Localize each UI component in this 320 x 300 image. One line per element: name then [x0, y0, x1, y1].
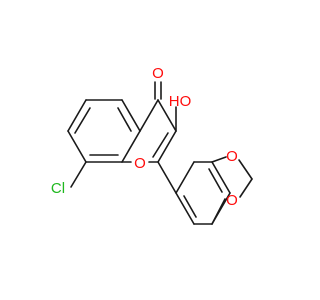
- bond: [139, 99, 159, 132]
- bonds: [67, 81, 253, 225]
- bond: [175, 161, 195, 194]
- chlorine-label: Cl: [51, 180, 65, 197]
- hydroxyl-label: HO: [169, 93, 192, 110]
- carbonyl-oxygen-label: O: [152, 65, 164, 82]
- bond: [183, 195, 197, 218]
- bond: [152, 132, 169, 158]
- molecule-structure: O HO O Cl O O: [51, 65, 253, 225]
- ring-oxygen-label: O: [134, 155, 146, 172]
- bond: [157, 130, 177, 163]
- bond: [211, 161, 231, 194]
- atom-labels: O HO O Cl O O: [51, 65, 238, 209]
- dioxole-bottom-oxygen-label: O: [226, 192, 238, 209]
- bond: [239, 178, 253, 198]
- bond: [70, 161, 87, 188]
- bond: [67, 130, 87, 163]
- bond: [238, 159, 253, 180]
- molecule-canvas: O HO O Cl O O: [50, 65, 253, 225]
- bond: [175, 192, 195, 225]
- bond: [67, 99, 87, 132]
- bond: [211, 198, 226, 225]
- bond: [121, 99, 141, 132]
- bond: [157, 99, 177, 132]
- bond: [211, 156, 227, 163]
- bond: [208, 168, 223, 193]
- bond: [74, 107, 91, 134]
- bond: [157, 161, 177, 194]
- bond: [121, 130, 141, 163]
- bond: [117, 107, 132, 132]
- dioxole-top-oxygen-label: O: [226, 148, 238, 165]
